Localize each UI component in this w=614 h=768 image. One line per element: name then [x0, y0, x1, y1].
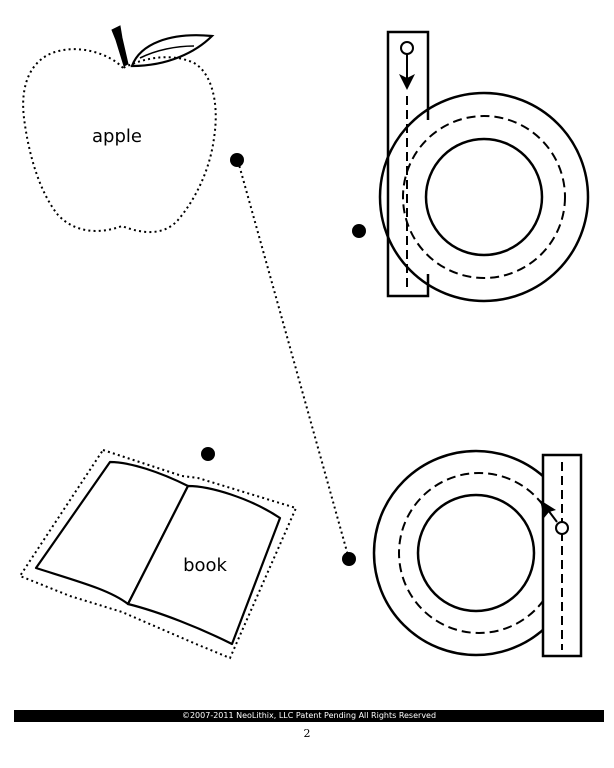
book-right-page	[126, 484, 282, 646]
apple-dot[interactable]	[230, 153, 244, 167]
letter-b-start-icon	[400, 41, 414, 55]
letter-a-arrow-shaft	[547, 509, 558, 523]
letter-a-dot[interactable]	[342, 552, 356, 566]
book-label: book	[183, 555, 227, 576]
letter-a-glyph: a	[372, 449, 583, 658]
arrow-up-left-icon	[540, 500, 556, 518]
apple-label: apple	[92, 126, 142, 147]
letter-b-stem	[386, 30, 430, 298]
letter-b-glyph: b	[378, 30, 590, 303]
letter-a-stem	[541, 453, 583, 658]
letter-b-dot[interactable]	[352, 224, 366, 238]
apple-icon	[22, 48, 217, 234]
arrow-down-icon	[399, 74, 415, 90]
letter-a-start-icon	[555, 521, 569, 535]
apple-leaf-icon	[130, 34, 215, 68]
copyright-footer: ©2007-2011 NeoLithix, LLC Patent Pending…	[14, 710, 604, 722]
letter-b-bowl-inner	[424, 137, 544, 257]
apple-picture: apple	[22, 25, 217, 234]
book-dot[interactable]	[201, 447, 215, 461]
copyright-text: ©2007-2011 NeoLithix, LLC Patent Pending…	[181, 711, 437, 720]
letter-b-bowl-outer	[378, 91, 590, 303]
letter-a-bowl-inner	[416, 493, 536, 613]
book-picture: book	[18, 448, 298, 660]
letter-a-guide-bowl	[398, 472, 544, 634]
page-number: 2	[303, 727, 311, 740]
connection-line	[237, 160, 350, 560]
letter-b-guide-bowl	[402, 115, 566, 279]
apple-stem-icon	[111, 25, 129, 67]
